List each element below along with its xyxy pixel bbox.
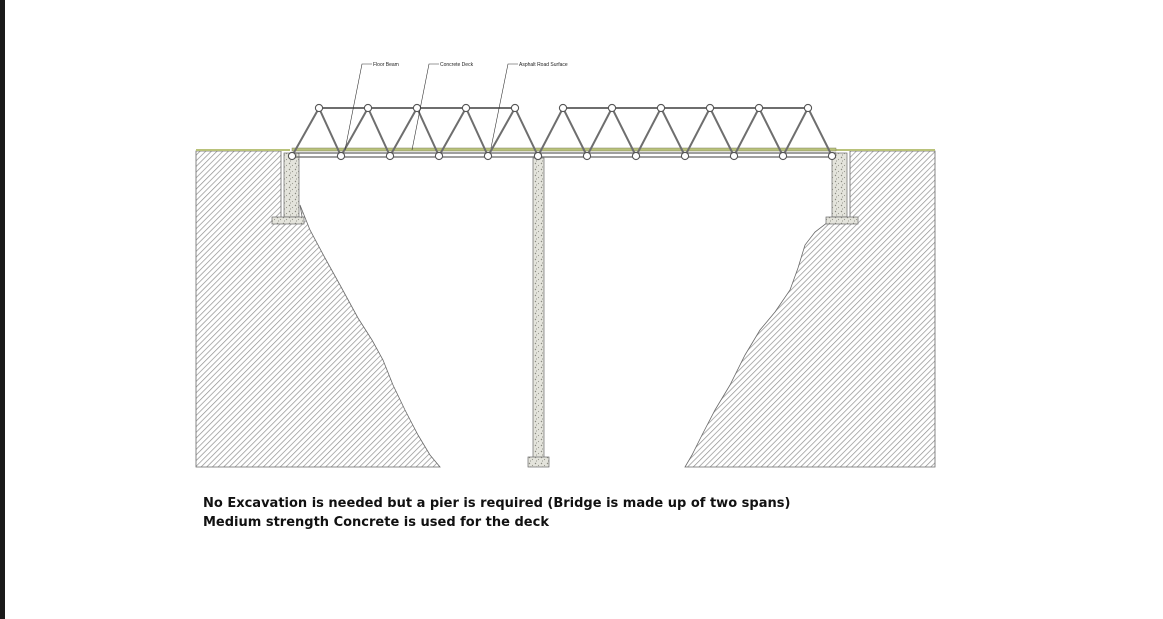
truss-top-node (363, 103, 373, 113)
callout-asphalt-road-surface: Asphalt Road Surface (490, 62, 568, 149)
asphalt-road-surface-label: Asphalt Road Surface (519, 62, 568, 68)
truss-diagonal (635, 107, 662, 157)
truss-top-node (607, 103, 617, 113)
bridge-deck (291, 147, 837, 158)
truss-bottom-node (483, 151, 493, 161)
truss-diagonal (807, 107, 833, 157)
truss-top-node (803, 103, 813, 113)
right-ground (684, 150, 936, 468)
truss-diagonal (758, 107, 784, 157)
truss-diagonal (611, 107, 637, 157)
truss-diagonal (782, 107, 809, 157)
central-pier (527, 157, 550, 468)
truss-bottom-node (287, 151, 297, 161)
concrete-deck-label: Concrete Deck (440, 62, 474, 68)
callout-floor-beam: Floor Beam (344, 62, 399, 151)
truss-diagonal (487, 107, 516, 157)
truss-bottom-node (385, 151, 395, 161)
truss-group (287, 103, 837, 161)
caption-line-2: Medium strength Concrete is used for the… (203, 515, 549, 530)
truss-diagonal (438, 107, 467, 157)
truss-top-node (558, 103, 568, 113)
truss-diagonal (514, 107, 539, 157)
truss-top-node (314, 103, 324, 113)
left-abutment (271, 152, 305, 225)
truss-diagonal (465, 107, 489, 157)
truss-diagonal (733, 107, 760, 157)
floor-beam-label: Floor Beam (373, 62, 399, 68)
truss-bottom-node (582, 151, 592, 161)
truss-bottom-node (729, 151, 739, 161)
left-ground (195, 150, 441, 468)
right-abutment (825, 152, 859, 225)
truss-top-node (461, 103, 471, 113)
truss-bottom-node (336, 151, 346, 161)
truss-top-node (510, 103, 520, 113)
truss-diagonal (709, 107, 735, 157)
caption-line-1: No Excavation is needed but a pier is re… (203, 496, 791, 511)
truss-diagonal (660, 107, 686, 157)
callout-concrete-deck: Concrete Deck (411, 62, 474, 151)
truss-bottom-node (533, 151, 543, 161)
truss-diagonal (291, 107, 320, 157)
truss-bottom-node (631, 151, 641, 161)
window-edge-bar (0, 0, 5, 619)
truss-diagonal (562, 107, 588, 157)
truss-top-node (656, 103, 666, 113)
truss-diagonal (684, 107, 711, 157)
truss-bottom-node (778, 151, 788, 161)
truss-bottom-node (434, 151, 444, 161)
truss-top-node (754, 103, 764, 113)
truss-diagonal (537, 107, 564, 157)
truss-diagonal (367, 107, 391, 157)
truss-diagonal (416, 107, 440, 157)
truss-diagonal (318, 107, 342, 157)
truss-bottom-node (680, 151, 690, 161)
truss-diagonal (586, 107, 613, 157)
truss-top-node (705, 103, 715, 113)
truss-bottom-node (827, 151, 837, 161)
caption: No Excavation is needed but a pier is re… (203, 494, 1103, 532)
truss-diagonal (389, 107, 418, 157)
